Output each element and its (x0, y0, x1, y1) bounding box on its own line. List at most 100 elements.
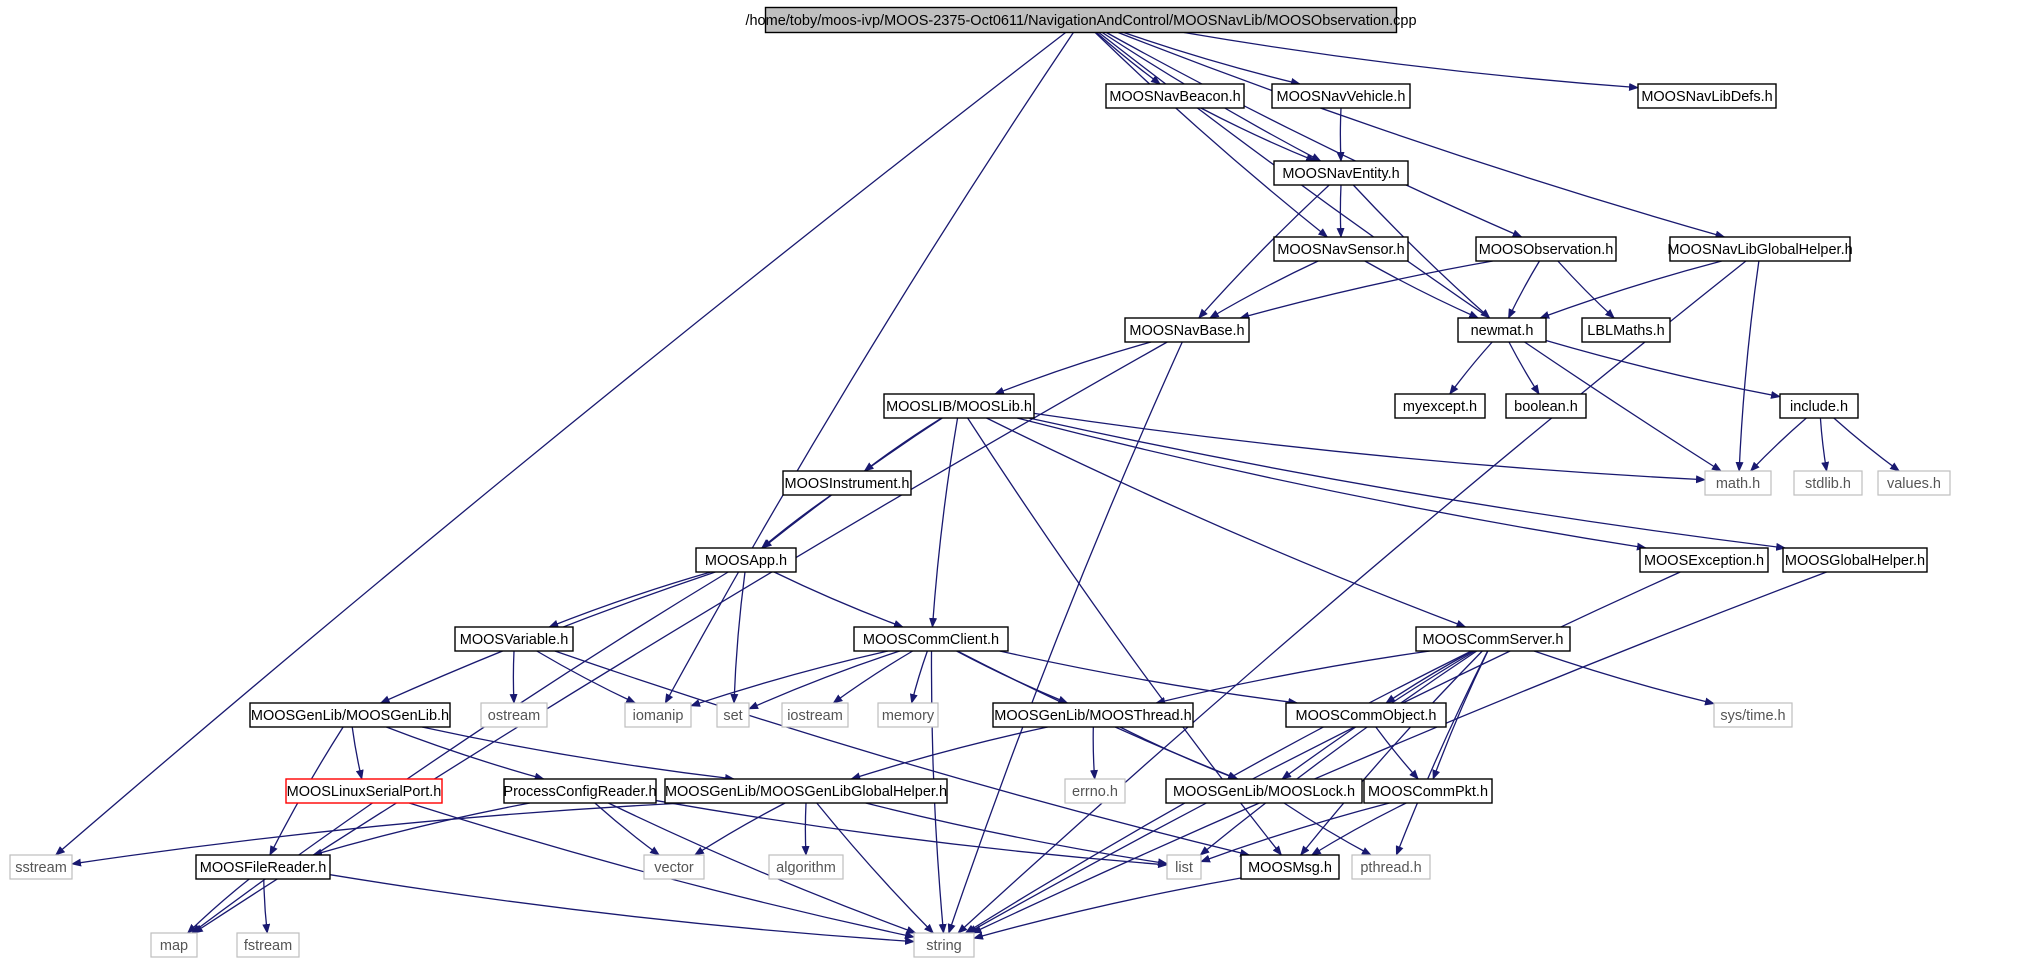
node-box-iomanip (624, 702, 692, 728)
edge-MOOSCommPkt-to-list (1200, 802, 1390, 863)
node-MOOSGenLibGlobalHelper[interactable]: MOOSGenLib/MOOSGenLibGlobalHelper.h (664, 778, 948, 804)
node-box-MOOSInstrument (782, 470, 912, 496)
node-MOOSApp[interactable]: MOOSApp.h (695, 547, 797, 573)
edge-newmat-to-include (1545, 339, 1781, 399)
node-label-MOOSException: MOOSException.h (1644, 553, 1764, 569)
node-MOOSObservation[interactable]: MOOSObservation.h (1475, 236, 1617, 262)
node-MOOSNavBase[interactable]: MOOSNavBase.h (1124, 317, 1250, 343)
node-MOOSNavEntity[interactable]: MOOSNavEntity.h (1273, 160, 1409, 186)
node-newmat[interactable]: newmat.h (1457, 317, 1547, 343)
node-box-memory (877, 702, 939, 728)
edge-root-to-MOOSNavSensor (1094, 32, 1329, 238)
node-label-myexcept: myexcept.h (1403, 399, 1477, 415)
node-MOOSLinuxSerialPort[interactable]: MOOSLinuxSerialPort.h (285, 778, 443, 804)
node-label-MOOSNavVehicle: MOOSNavVehicle.h (1277, 89, 1406, 105)
edge-MOOSApp-to-MOOSVariable (548, 571, 711, 628)
edge-MOOSNavEntity-to-newmat (1352, 184, 1491, 319)
node-MOOSFileReader[interactable]: MOOSFileReader.h (195, 854, 331, 880)
node-values: values.h (1877, 470, 1951, 496)
edge-MOOSNavSensor-to-newmat (1364, 260, 1480, 319)
node-MOOSInstrument[interactable]: MOOSInstrument.h (782, 470, 912, 496)
node-label-list: list (1175, 860, 1193, 876)
node-ostream: ostream (480, 702, 548, 728)
node-box-MOOSCommPkt (1363, 778, 1493, 804)
edge-MOOSCommClient-to-memory (909, 650, 928, 704)
node-box-MOOSNavSensor (1273, 236, 1409, 262)
node-label-ostream: ostream (488, 708, 540, 724)
edge-MOOSNavEntity-to-MOOSNavBase (1198, 184, 1330, 319)
node-MOOSGlobalHelper[interactable]: MOOSGlobalHelper.h (1782, 547, 1928, 573)
edge-MOOSCommServer-to-list (1199, 650, 1478, 856)
node-MOOSMsg[interactable]: MOOSMsg.h (1240, 854, 1340, 880)
edge-MOOSCommServer-to-pthread (1395, 650, 1489, 856)
edge-MOOSException-to-string (966, 571, 1681, 934)
node-MOOSCommObject[interactable]: MOOSCommObject.h (1285, 702, 1447, 728)
edge-MOOSGenLib-to-ProcessConfigReader (386, 726, 545, 781)
node-box-MOOSVariable (454, 626, 574, 652)
edge-MOOSThread-to-MOOSGenLibGlobalHelper (850, 726, 1048, 781)
edge-MOOSObservation-to-MOOSNavBase (1239, 260, 1493, 320)
edge-MOOSObservation-to-LBLMaths (1557, 260, 1615, 319)
edge-MOOSCommClient-to-set (748, 650, 900, 710)
node-boolean[interactable]: boolean.h (1505, 393, 1587, 419)
node-box-MOOSGenLib (249, 702, 451, 728)
node-label-MOOSNavEntity: MOOSNavEntity.h (1282, 166, 1399, 182)
node-label-MOOSVariable: MOOSVariable.h (460, 632, 569, 648)
node-MOOSLib[interactable]: MOOSLIB/MOOSLib.h (883, 393, 1035, 419)
node-MOOSLock[interactable]: MOOSGenLib/MOOSLock.h (1165, 778, 1363, 804)
node-MOOSNavSensor[interactable]: MOOSNavSensor.h (1273, 236, 1409, 262)
node-pthread: pthread.h (1351, 854, 1431, 880)
node-box-MOOSMsg (1240, 854, 1340, 880)
node-box-map (150, 932, 198, 958)
node-MOOSNavBeacon[interactable]: MOOSNavBeacon.h (1105, 83, 1245, 109)
node-ProcessConfigReader[interactable]: ProcessConfigReader.h (503, 778, 657, 804)
edge-layer (54, 31, 1900, 945)
node-include[interactable]: include.h (1779, 393, 1859, 419)
node-root[interactable]: /home/toby/moos-ivp/MOOS-2375-Oct0611/Na… (745, 6, 1417, 34)
node-MOOSNavLibGlobalHelper[interactable]: MOOSNavLibGlobalHelper.h (1667, 236, 1853, 262)
node-label-iostream: iostream (787, 708, 843, 724)
edge-MOOSNavLibGlobalHelper-to-newmat (1539, 260, 1722, 319)
node-label-newmat: newmat.h (1471, 323, 1534, 339)
node-MOOSThread[interactable]: MOOSGenLib/MOOSThread.h (992, 702, 1194, 728)
edge-MOOSGenLibGlobalHelper-to-string (816, 802, 934, 934)
node-MOOSNavLibDefs[interactable]: MOOSNavLibDefs.h (1637, 83, 1777, 109)
node-box-MOOSNavVehicle (1271, 83, 1411, 109)
node-label-MOOSGlobalHelper: MOOSGlobalHelper.h (1785, 553, 1925, 569)
node-memory: memory (877, 702, 939, 728)
node-label-MOOSCommPkt: MOOSCommPkt.h (1368, 784, 1488, 800)
edge-MOOSCommServer-to-MOOSMsg (1300, 650, 1483, 856)
node-myexcept[interactable]: myexcept.h (1394, 393, 1486, 419)
edge-MOOSApp-to-set (730, 571, 746, 704)
node-MOOSException[interactable]: MOOSException.h (1639, 547, 1769, 573)
edge-root-to-MOOSNavBeacon (1096, 32, 1161, 85)
edge-MOOSNavBase-to-string (947, 341, 1183, 934)
node-MOOSGenLib[interactable]: MOOSGenLib/MOOSGenLib.h (249, 702, 451, 728)
edge-MOOSFileReader-to-string (329, 874, 915, 945)
edge-MOOSGenLib-to-MOOSLinuxSerialPort (351, 726, 364, 780)
node-math: math.h (1704, 470, 1772, 496)
node-MOOSCommServer[interactable]: MOOSCommServer.h (1415, 626, 1571, 652)
node-MOOSCommClient[interactable]: MOOSCommClient.h (853, 626, 1009, 652)
node-stdlib: stdlib.h (1793, 470, 1863, 496)
node-box-stdlib (1793, 470, 1863, 496)
edge-MOOSVariable-to-iomanip (536, 650, 637, 704)
node-box-MOOSNavEntity (1273, 160, 1409, 186)
node-iomanip: iomanip (624, 702, 692, 728)
node-box-boolean (1505, 393, 1587, 419)
node-box-values (1877, 470, 1951, 496)
node-MOOSCommPkt[interactable]: MOOSCommPkt.h (1363, 778, 1493, 804)
node-label-MOOSLinuxSerialPort: MOOSLinuxSerialPort.h (287, 784, 442, 800)
node-MOOSVariable[interactable]: MOOSVariable.h (454, 626, 574, 652)
edge-root-to-MOOSNavLibGlobalHelper (1117, 31, 1726, 239)
node-box-algorithm (768, 854, 844, 880)
node-label-systime: sys/time.h (1720, 708, 1785, 724)
node-string: string (913, 932, 975, 958)
node-label-MOOSNavLibDefs: MOOSNavLibDefs.h (1641, 89, 1772, 105)
node-LBLMaths[interactable]: LBLMaths.h (1581, 317, 1671, 343)
node-box-ProcessConfigReader (503, 778, 657, 804)
node-label-fstream: fstream (244, 938, 292, 954)
node-MOOSNavVehicle[interactable]: MOOSNavVehicle.h (1271, 83, 1411, 109)
node-box-fstream (236, 932, 300, 958)
